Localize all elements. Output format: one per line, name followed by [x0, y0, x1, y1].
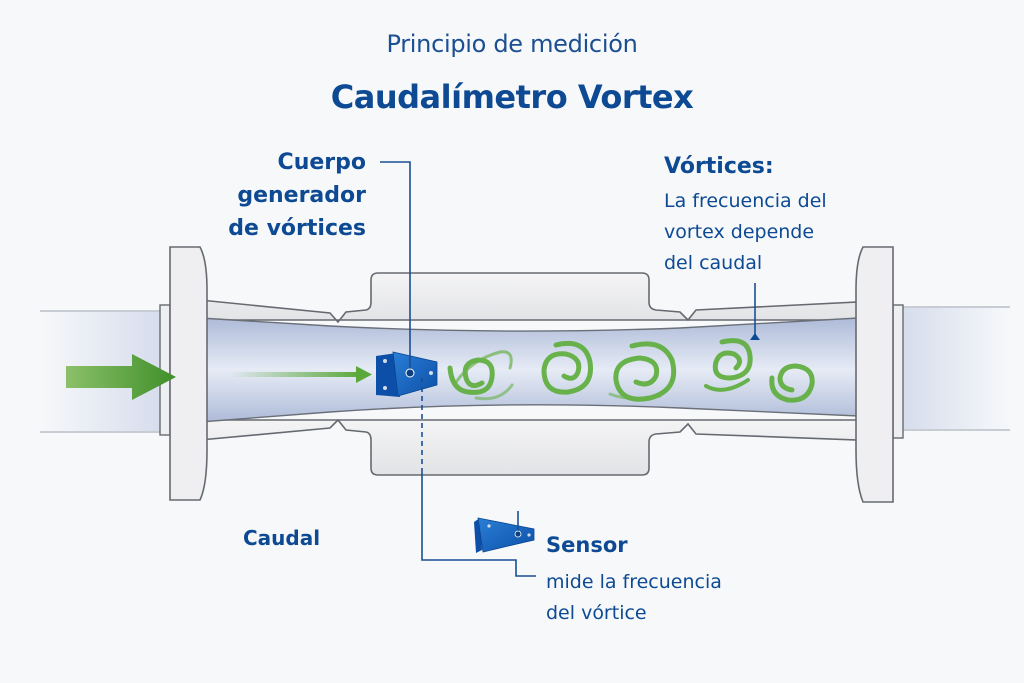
meter-body-bottom [199, 418, 859, 476]
vortex-icon [541, 340, 594, 395]
meter-body-top [199, 272, 859, 324]
outlet-flange [855, 246, 894, 503]
flow-channel [199, 317, 859, 423]
generator-leader-dot [405, 368, 415, 378]
sensor-title: Sensor [546, 533, 628, 557]
inlet-flange [169, 246, 208, 501]
vortex-icon [447, 350, 514, 401]
flow-streamline [230, 372, 360, 377]
small-flow-arrow-icon [356, 366, 372, 383]
flow-label: Caudal [243, 526, 321, 550]
vortices-title: Vórtices: [664, 154, 774, 179]
flow-arrow-icon [66, 354, 176, 400]
sensor-description-line: mide la frecuencia [546, 571, 722, 593]
generator-label: Cuerpo generador de vórtices [228, 146, 366, 245]
generator-label-line: de vórtices [228, 216, 366, 241]
generator-label-line: generador [237, 183, 366, 208]
vortices-description-line: vortex depende [664, 221, 815, 243]
vortex-street [447, 338, 815, 403]
vortices-leader-arrow [750, 333, 760, 340]
outlet-pipe [900, 307, 1010, 430]
vortex-icon [704, 338, 753, 392]
diagram-subtitle: Principio de medición [386, 30, 638, 58]
sensor-leader-line [421, 470, 536, 577]
vortices-description: La frecuencia del vortex depende del cau… [664, 186, 827, 279]
vortices-description-line: La frecuencia del [664, 190, 827, 212]
generator-label-line: Cuerpo [277, 150, 366, 175]
sensor-icon [474, 511, 535, 553]
bluff-body-icon [376, 351, 438, 397]
diagram-title: Caudalímetro Vortex [330, 78, 694, 116]
vortices-description-line: del caudal [664, 252, 763, 274]
sensor-description: mide la frecuencia del vórtice [546, 567, 722, 629]
outlet-flange-ring [892, 304, 904, 439]
sensor-description-line: del vórtice [546, 602, 647, 624]
vortex-icon [608, 341, 677, 402]
vortex-icon [769, 363, 815, 403]
generator-leader-line [380, 161, 411, 372]
